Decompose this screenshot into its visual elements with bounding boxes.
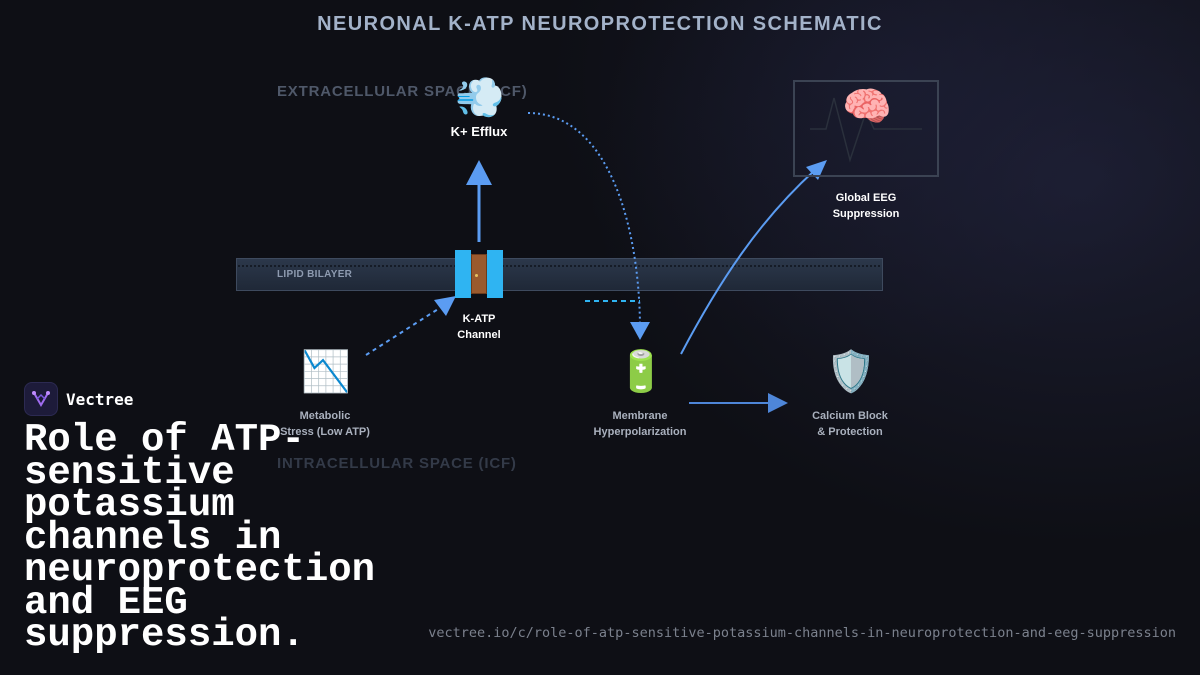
brand: Vectree	[24, 382, 133, 416]
calcium-block-label-line2: & Protection	[817, 426, 883, 438]
calcium-arrowhead	[768, 393, 788, 413]
eeg-suppression-label: Global EEG Suppression	[796, 190, 936, 222]
lipid-bilayer	[236, 258, 883, 291]
hyperpol-to-eeg-arrow	[680, 169, 816, 355]
vectree-logo-icon	[24, 382, 58, 416]
eeg-arrowhead	[806, 160, 827, 180]
calcium-block-label: Calcium Block & Protection	[780, 408, 920, 440]
extracellular-space-label: EXTRACELLULAR SPACE (ECF)	[277, 83, 528, 100]
k-efflux-label: K+ Efflux	[450, 124, 508, 139]
brain-icon: 🧠	[842, 85, 892, 129]
lipid-bilayer-label: LIPID BILAYER	[277, 269, 353, 280]
channel-left-pore	[455, 250, 471, 298]
metabolic-stress-label: Metabolic Stress (Low ATP)	[255, 408, 395, 440]
calcium-block-label-line1: Calcium Block	[812, 410, 888, 422]
membrane-hyperpolarization-label-line1: Membrane	[612, 410, 668, 422]
page-headline: Role of ATP-sensitive potassium channels…	[24, 418, 376, 657]
source-url[interactable]: vectree.io/c/role-of-atp-sensitive-potas…	[428, 625, 1176, 641]
chart-decreasing-icon: 📉	[301, 350, 351, 394]
brand-name: Vectree	[66, 389, 134, 409]
eeg-trace	[810, 97, 922, 163]
channel-right-pore	[487, 250, 503, 298]
shield-icon: 🛡️	[826, 350, 876, 394]
membrane-hyperpolarization-label: Membrane Hyperpolarization	[570, 408, 710, 440]
metabolic-stress-label-line2: Stress (Low ATP)	[280, 426, 370, 438]
efflux-to-hyperpolarization-arrow	[527, 112, 641, 331]
k-atp-channel-label-line1: K-ATP	[462, 313, 496, 325]
eeg-monitor-frame	[793, 80, 939, 177]
battery-icon: 🔋	[616, 350, 666, 394]
channel-door	[471, 254, 487, 294]
dash-wind-icon: 💨	[455, 76, 505, 120]
stress-arrowhead	[434, 296, 456, 316]
efflux-arrowhead	[466, 160, 492, 185]
intracellular-space-label: INTRACELLULAR SPACE (ICF)	[277, 455, 517, 472]
door-icon	[455, 250, 503, 298]
vectree-logo-mark	[32, 391, 50, 407]
membrane-hyperpolarization-label-line2: Hyperpolarization	[593, 426, 687, 438]
metabolic-stress-label-line1: Metabolic	[299, 410, 351, 422]
hyperpol-arrowhead	[630, 322, 650, 340]
eeg-suppression-label-line2: Suppression	[832, 208, 900, 220]
k-atp-channel-label-line2: Channel	[457, 329, 501, 341]
eeg-suppression-label-line1: Global EEG	[835, 192, 897, 204]
diagram-title: NEURONAL K-ATP NEUROPROTECTION SCHEMATIC	[317, 13, 883, 35]
k-atp-channel-label: K-ATP Channel	[419, 311, 539, 343]
